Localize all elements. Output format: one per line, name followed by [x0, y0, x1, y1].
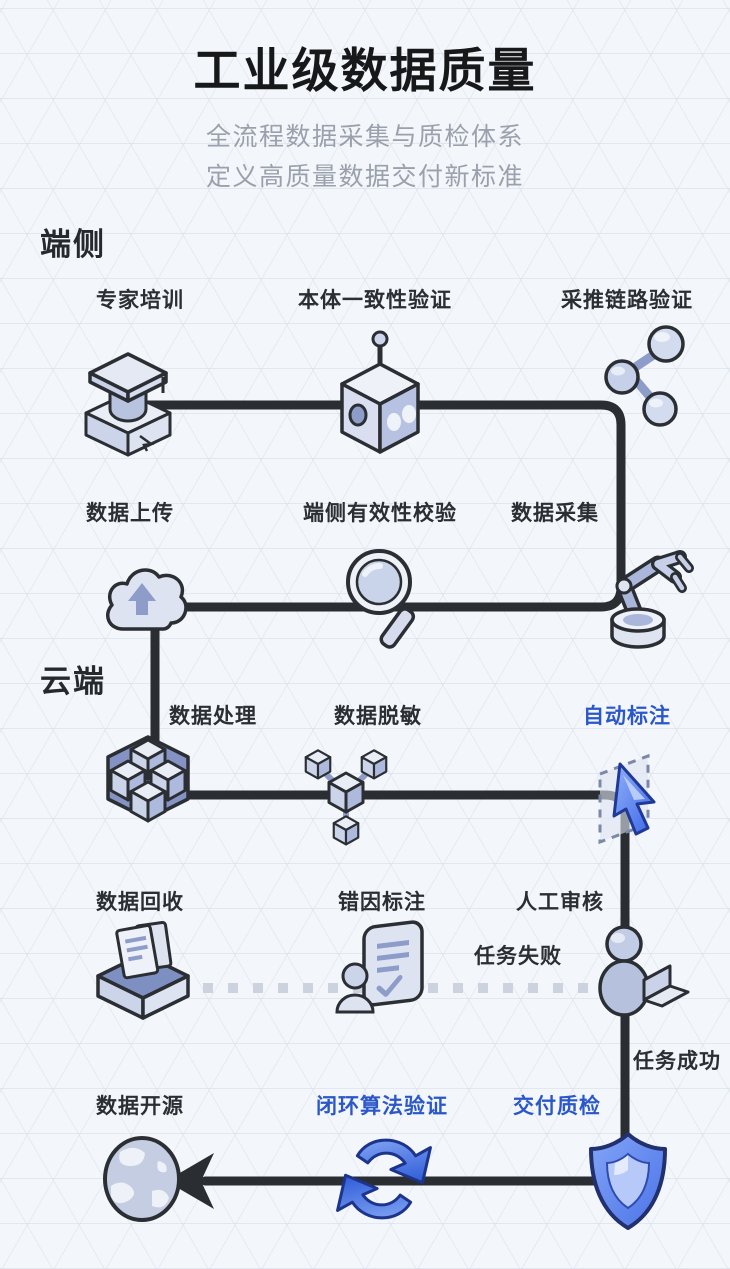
robot-arm-icon	[578, 528, 700, 656]
cube-stack-icon	[100, 735, 196, 841]
network-cubes-icon	[292, 738, 400, 850]
molecule-icon	[592, 322, 692, 430]
section-label-edge-side: 端侧	[40, 227, 106, 262]
node-label-collection-link: 采推链路验证	[561, 289, 693, 312]
subtitle-line-2: 定义高质量数据交付新标准	[205, 163, 525, 191]
node-label-data-open-source: 数据开源	[96, 1095, 184, 1118]
person-document-icon	[334, 918, 436, 1020]
node-label-data-collection: 数据采集	[511, 502, 599, 525]
person-laptop-icon	[588, 922, 692, 1018]
node-label-data-processing: 数据处理	[169, 705, 257, 728]
node-label-edge-validity-check: 端侧有效性校验	[303, 502, 457, 525]
graduation-cap-icon	[68, 333, 188, 458]
flow-line-solid	[135, 400, 630, 1186]
magnifier-icon	[335, 538, 430, 656]
node-label-auto-labeling: 自动标注	[583, 705, 671, 728]
node-label-delivery-quality-inspection: 交付质检	[513, 1095, 601, 1118]
node-label-expert-training: 专家培训	[96, 289, 184, 312]
node-label-data-upload: 数据上传	[86, 502, 174, 525]
sync-arrows-icon	[332, 1118, 436, 1240]
node-label-data-desensitization: 数据脱敏	[334, 705, 422, 728]
node-label-data-recycling: 数据回收	[96, 891, 184, 914]
flow-arrowhead	[166, 1153, 214, 1209]
subtitle-line-1: 全流程数据采集与质检体系	[205, 123, 525, 151]
node-label-manual-review: 人工审核	[516, 891, 604, 914]
robot-icon	[322, 326, 434, 458]
shield-icon	[585, 1130, 671, 1232]
inbox-documents-icon	[84, 918, 202, 1020]
page-title: 工业级数据质量	[193, 44, 537, 97]
section-label-cloud-side: 云端	[40, 664, 106, 699]
node-label-ontology-consistency: 本体一致性验证	[298, 289, 452, 312]
cursor-icon	[590, 748, 672, 846]
flow-label-task-failed: 任务失败	[474, 945, 562, 968]
node-label-closed-loop-verification: 闭环算法验证	[316, 1095, 448, 1118]
node-label-error-cause-labeling: 错因标注	[338, 891, 426, 914]
flow-label-task-success: 任务成功	[633, 1050, 721, 1073]
globe-icon	[100, 1134, 184, 1224]
cloud-upload-icon	[95, 545, 190, 645]
